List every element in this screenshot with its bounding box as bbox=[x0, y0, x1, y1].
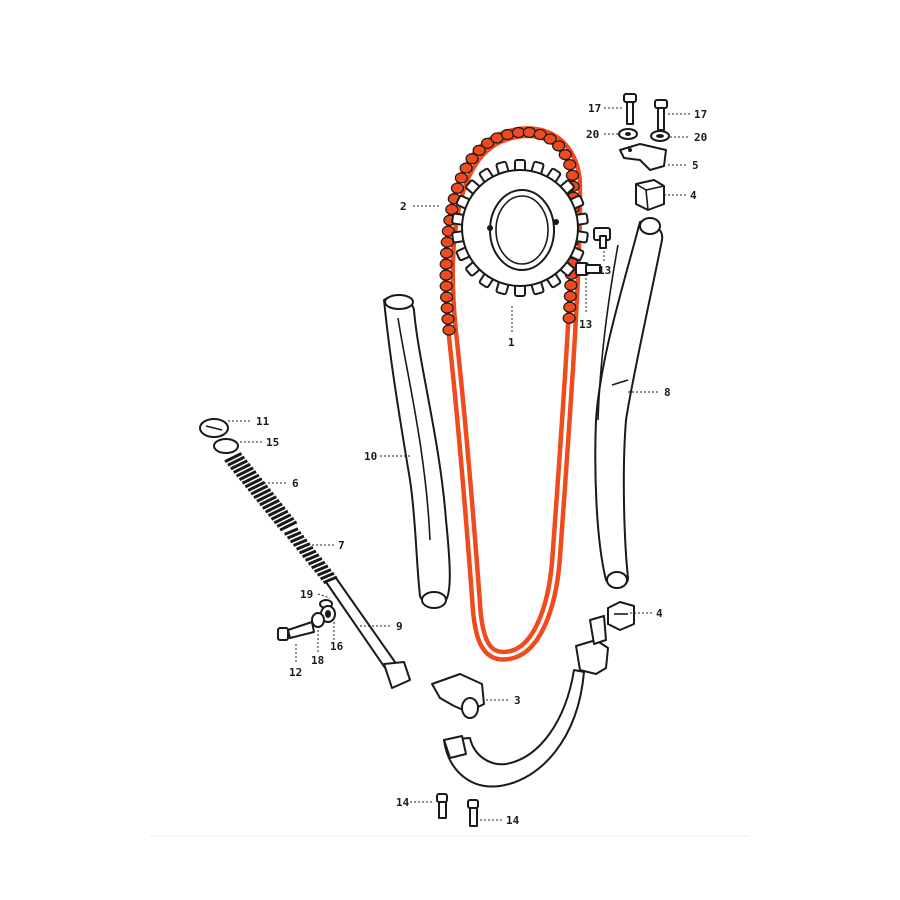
push-rod-9 bbox=[325, 577, 411, 689]
ring-18 bbox=[311, 612, 325, 628]
callout-6: 6 bbox=[292, 477, 299, 490]
callout-3: 3 bbox=[514, 694, 521, 707]
callout-1: 1 bbox=[508, 336, 515, 349]
callout-8: 8 bbox=[664, 386, 671, 399]
lower-chain-guide bbox=[431, 615, 609, 788]
leader-lines bbox=[228, 107, 690, 821]
bolt-17-left bbox=[623, 93, 637, 125]
callout-10: 10 bbox=[364, 450, 377, 463]
left-chain-guide bbox=[383, 294, 451, 609]
callout-labels: 2 1 3 4 4 5 6 7 8 9 10 11 15 12 18 16 19… bbox=[256, 102, 707, 827]
bolt-14-right bbox=[467, 799, 479, 827]
bolt-12 bbox=[277, 621, 315, 641]
spring-6 bbox=[224, 452, 298, 532]
callout-14-right: 14 bbox=[506, 814, 520, 827]
callout-18: 18 bbox=[311, 654, 324, 667]
callout-9: 9 bbox=[396, 620, 403, 633]
callout-11: 11 bbox=[256, 415, 270, 428]
callout-4-upper: 4 bbox=[690, 189, 697, 202]
bolt-17-right bbox=[654, 99, 668, 131]
washer-20-left bbox=[618, 128, 638, 140]
spring-7 bbox=[283, 527, 338, 585]
callout-12: 12 bbox=[289, 666, 302, 679]
callout-13-lower: 13 bbox=[579, 318, 592, 331]
callout-14-left: 14 bbox=[396, 796, 410, 809]
callout-19: 19 bbox=[300, 588, 313, 601]
bracket-5 bbox=[619, 143, 667, 171]
callout-17-left: 17 bbox=[588, 102, 601, 115]
damper-4-lower bbox=[607, 601, 635, 631]
sprocket-bolt-lower bbox=[575, 262, 601, 276]
callout-13-upper: 13 bbox=[598, 264, 611, 277]
sprocket-bolt-upper bbox=[593, 227, 611, 249]
washer-15 bbox=[213, 438, 239, 454]
bolt-14-left bbox=[436, 793, 448, 819]
cam-sprocket bbox=[451, 159, 589, 297]
callout-16: 16 bbox=[330, 640, 344, 653]
callout-20-left: 20 bbox=[586, 128, 599, 141]
tensioner-cap-11 bbox=[199, 418, 229, 438]
callout-20-right: 20 bbox=[694, 131, 707, 144]
damper-4-upper bbox=[635, 179, 665, 211]
callout-15: 15 bbox=[266, 436, 279, 449]
callout-7: 7 bbox=[338, 539, 345, 552]
callout-2: 2 bbox=[400, 200, 407, 213]
callout-17-right: 17 bbox=[694, 108, 707, 121]
right-chain-guide bbox=[594, 217, 664, 589]
callout-5: 5 bbox=[692, 159, 699, 172]
washer-20-right bbox=[650, 130, 670, 142]
callout-4-lower: 4 bbox=[656, 607, 663, 620]
